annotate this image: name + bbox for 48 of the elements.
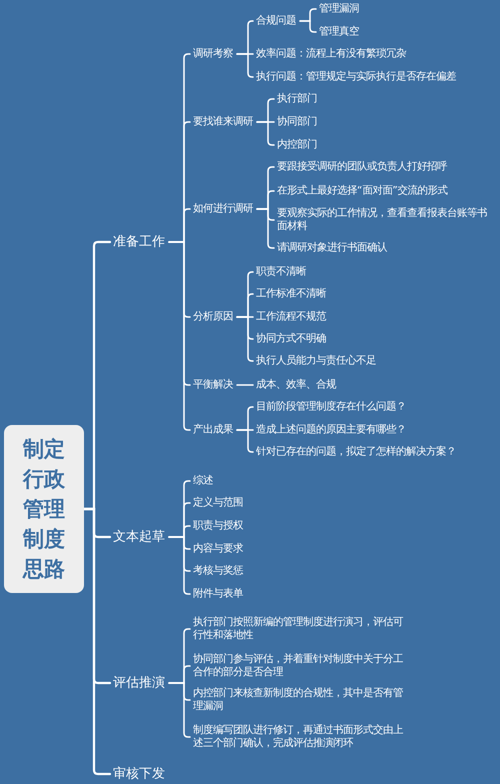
topic-label: 内控部门来核查新制度的合规性，其中是否有管理漏洞 — [190, 687, 415, 713]
topic-label: 造成上述问题的原因主要有哪些？ — [253, 424, 410, 436]
topic-label: 分析原因 — [190, 310, 237, 324]
topic-label: 执行部门按照新编的管理制度进行演习，评估可行性和落地性 — [190, 616, 415, 642]
topic-label: 工作标准不清晰 — [253, 288, 330, 300]
topic-label: 制度编写团队进行修订，再通过书面形式交由上述三个部门确认，完成评估推演闭环 — [190, 724, 415, 750]
topic-label: 附件与表单 — [190, 588, 247, 600]
topic-label: 成本、效率、合规 — [253, 378, 340, 392]
topic-label: 在形式上最好选择“面对面”交流的形式 — [274, 184, 452, 198]
connector-line — [236, 429, 254, 453]
topic-label: 执行问题：管理规定与实际执行是否存在偏差 — [253, 70, 460, 84]
connector-line — [82, 508, 112, 776]
connector-line — [236, 384, 254, 386]
topic-label: 内控部门 — [274, 138, 321, 152]
branch-label: 评估推演 — [110, 674, 169, 692]
central-topic-box: 制定行政管理制度思路 — [4, 425, 84, 593]
topic-label: 针对已存在的问题，拟定了怎样的解决方案？ — [253, 446, 460, 458]
branch-label: 文本起草 — [110, 528, 169, 546]
topic-label: 职责与授权 — [190, 520, 247, 532]
branch-label: 准备工作 — [110, 234, 169, 250]
connector-line — [236, 316, 254, 362]
topic-label: 工作流程不规范 — [253, 310, 330, 324]
topic-label: 执行部门 — [274, 92, 321, 106]
topic-label: 要找谁来调研 — [190, 116, 257, 128]
topic-label: 协同方式不明确 — [253, 332, 330, 346]
topic-label: 综述 — [190, 474, 217, 488]
topic-label: 协同部门参与评估，并着重针对制度中关于分工合作的部分是否合理 — [190, 653, 415, 679]
topic-label: 执行人员能力与责任心不足 — [253, 354, 380, 368]
topic-label: 定义与范围 — [190, 496, 247, 510]
topic-label: 职责不清晰 — [253, 266, 310, 278]
topic-label: 考核与奖惩 — [190, 564, 247, 578]
topic-label: 产出成果 — [190, 424, 237, 436]
topic-label: 内容与要求 — [190, 542, 247, 556]
connector-line — [299, 20, 317, 33]
topic-label: 管理漏洞 — [316, 2, 363, 16]
topic-label: 如何进行调研 — [190, 202, 257, 216]
branch-label: 审核下发 — [110, 766, 169, 782]
topic-label: 管理真空 — [316, 26, 363, 38]
topic-label: 要观察实际的工作情况，查看查看报表台账等书面材料 — [274, 207, 499, 233]
topic-label: 请调研对象进行书面确认 — [274, 242, 391, 254]
topic-label: 要跟接受调研的团队或负责人打好招呼 — [274, 160, 451, 174]
connector-line — [256, 121, 275, 146]
topic-label: 效率问题：流程上有没有繁琐冗杂 — [253, 48, 410, 60]
topic-label: 协同部门 — [274, 116, 321, 128]
topic-label: 目前阶段管理制度存在什么问题？ — [253, 400, 410, 414]
topic-label: 合规问题 — [253, 14, 300, 28]
topic-label: 平衡解决 — [190, 378, 237, 392]
topic-label: 调研考察 — [190, 48, 237, 60]
